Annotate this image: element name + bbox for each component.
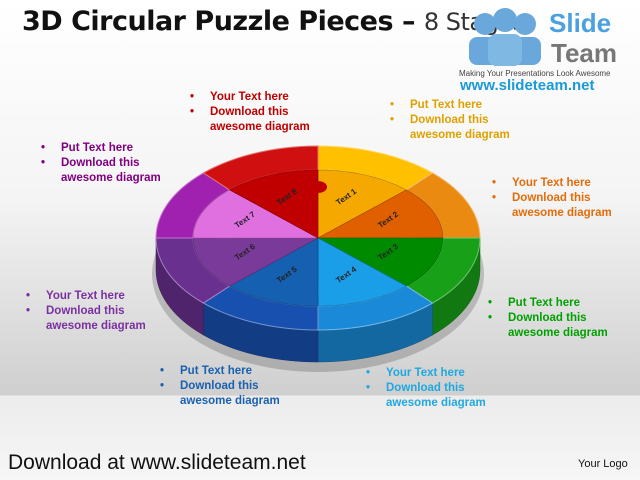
text-line: awesome diagram (210, 121, 310, 133)
text-line: Download this (490, 191, 612, 206)
text-line: Your Text here (188, 90, 310, 105)
text-line: awesome diagram (508, 327, 608, 339)
piece-7[interactable] (192, 189, 319, 239)
text-line: Put Text here (39, 141, 161, 156)
text-line: Download this (39, 156, 161, 171)
text-line: Download this (158, 379, 280, 394)
piece-8[interactable] (228, 169, 319, 239)
text-line: Put Text here (486, 296, 608, 311)
text-line: awesome diagram (46, 320, 146, 332)
slideteam-logo: Slide Team Making Your Presentations Loo… (455, 6, 635, 96)
text-line: awesome diagram (180, 395, 280, 407)
piece-1[interactable] (317, 169, 408, 239)
footer-download[interactable]: Download at www.slideteam.net (8, 451, 306, 474)
piece-5[interactable] (228, 237, 319, 307)
text-line: Your Text here (364, 366, 486, 381)
text-line: Your Text here (24, 289, 146, 304)
puzzle-knob (309, 181, 327, 193)
text-line: Download this (486, 311, 608, 326)
text-line: Put Text here (158, 364, 280, 379)
text-line: Download this (188, 105, 310, 120)
text-line: awesome diagram (512, 207, 612, 219)
your-logo: Your Logo (578, 458, 628, 470)
text-line: Download this (364, 381, 486, 396)
logo-url: www.slideteam.net (460, 77, 595, 94)
text-line: awesome diagram (61, 172, 161, 184)
people-icon (469, 8, 541, 66)
piece-6[interactable] (192, 237, 319, 287)
piece-2[interactable] (317, 189, 444, 239)
text-line: Download this (24, 304, 146, 319)
text-line: awesome diagram (410, 129, 510, 141)
text-line: Put Text here (388, 98, 510, 113)
text-line: Your Text here (490, 176, 612, 191)
piece-3[interactable] (317, 237, 444, 287)
text-line: Download this (388, 113, 510, 128)
piece-4[interactable] (317, 237, 408, 307)
text-line: awesome diagram (386, 397, 486, 409)
